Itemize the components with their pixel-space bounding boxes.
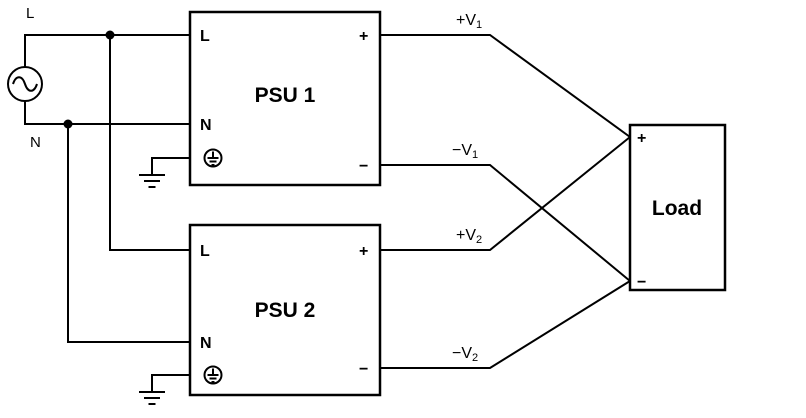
wire-psu2-minus-to-load-minus xyxy=(380,280,631,369)
wire-live-to-psu1 xyxy=(24,34,190,67)
output-label-v2-minus: −V2 xyxy=(452,345,478,364)
psu1-minus-terminal-label: − xyxy=(359,158,368,175)
mains-neutral-label: N xyxy=(30,134,41,151)
load-minus-terminal-label: − xyxy=(637,274,646,291)
psu2-neutral-terminal-label: N xyxy=(200,335,212,352)
output-label-v1-plus: +V1 xyxy=(456,12,482,31)
psu1-neutral-terminal-label: N xyxy=(200,117,212,134)
junction-dot-live xyxy=(105,30,115,40)
mains-live-label: L xyxy=(26,5,34,22)
load-block: Load + − xyxy=(628,123,727,292)
psu1-block: PSU 1 L N + − xyxy=(188,10,382,187)
wire-psu2-plus-to-load-plus xyxy=(380,136,631,251)
wire-neutral-to-psu1 xyxy=(24,101,190,125)
psu2-block: PSU 2 L N + − xyxy=(188,223,382,397)
psu1-plus-terminal-label: + xyxy=(359,28,368,45)
psu1-title: PSU 1 xyxy=(255,84,316,107)
psu2-ground-symbol xyxy=(139,374,190,405)
psu1-protective-earth-icon xyxy=(203,148,223,168)
load-plus-terminal-label: + xyxy=(637,130,646,147)
wire-live-to-psu2 xyxy=(109,35,190,251)
psu2-minus-terminal-label: − xyxy=(359,361,368,378)
wire-psu1-plus-to-load-plus xyxy=(380,34,631,138)
psu2-plus-terminal-label: + xyxy=(359,243,368,260)
ac-source-icon xyxy=(7,66,43,102)
load-title: Load xyxy=(652,197,702,220)
wire-neutral-to-psu2 xyxy=(67,124,190,343)
psu1-ground-symbol xyxy=(139,157,190,188)
wire-psu1-minus-to-load-minus xyxy=(380,164,631,282)
output-label-v1-minus: −V1 xyxy=(452,142,478,161)
load-box xyxy=(628,123,727,292)
psu2-title: PSU 2 xyxy=(255,299,316,322)
junction-dot-neutral xyxy=(63,119,73,129)
psu2-box xyxy=(188,223,382,397)
output-label-v2-plus: +V2 xyxy=(456,227,482,246)
psu1-live-terminal-label: L xyxy=(200,28,210,45)
psu2-live-terminal-label: L xyxy=(200,243,210,260)
psu2-protective-earth-icon xyxy=(203,365,223,385)
